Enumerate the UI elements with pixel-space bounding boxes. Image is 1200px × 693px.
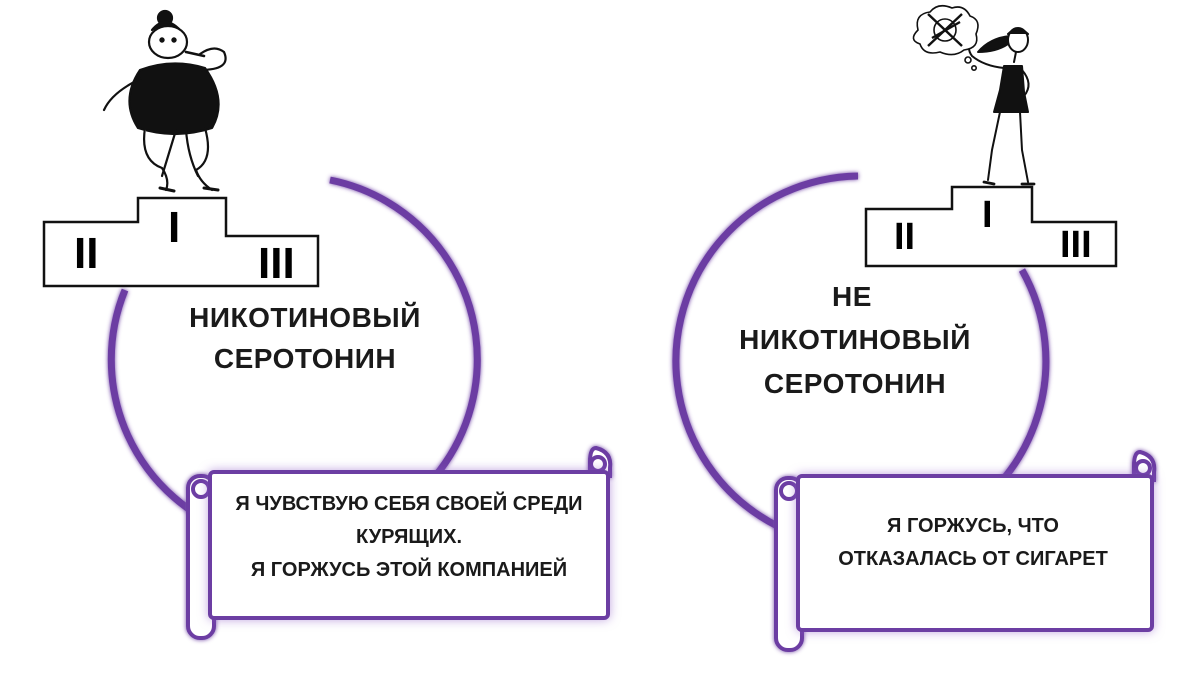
overweight-woman-smoking-icon — [102, 9, 227, 193]
right-circle-label: НЕ НИКОТИНОВЫЙ СЕРОТОНИН — [710, 275, 1000, 405]
left-podium-second: II — [74, 229, 99, 278]
left-podium — [42, 196, 320, 288]
right-podium-first: I — [982, 194, 993, 236]
left-scroll-curls — [186, 445, 613, 640]
left-scroll-line: Я ЧУВСТВУЮ СЕБЯ СВОЕЙ СРЕДИ — [235, 493, 583, 515]
right-scroll-line: Я ГОРЖУСЬ, ЧТО — [887, 515, 1059, 537]
right-circle-line: НЕ — [832, 281, 872, 312]
right-scroll-text: Я ГОРЖУСЬ, ЧТО ОТКАЗАЛАСЬ ОТ СИГАРЕТ — [800, 510, 1146, 576]
left-scroll — [208, 470, 610, 620]
right-arc — [672, 172, 1050, 550]
left-circle-label: НИКОТИНОВЫЙ СЕРОТОНИН — [160, 298, 450, 379]
left-scroll-line: КУРЯЩИХ. — [355, 526, 462, 548]
left-circle-line: СЕРОТОНИН — [213, 342, 397, 374]
slim-woman-icon — [968, 27, 1036, 186]
right-podium-second: II — [894, 216, 916, 258]
crossed-cigarette-thought-icon — [912, 4, 979, 72]
right-scroll-line: ОТКАЗАЛАСЬ ОТ СИГАРЕТ — [838, 548, 1108, 570]
right-scroll — [796, 474, 1154, 632]
left-scroll-line: Я ГОРЖУСЬ ЭТОЙ КОМПАНИЕЙ — [250, 559, 568, 581]
right-circle-line: НИКОТИНОВЫЙ — [739, 324, 971, 356]
right-podium — [864, 185, 1118, 268]
left-scroll-text: Я ЧУВСТВУЮ СЕБЯ СВОЕЙ СРЕДИ КУРЯЩИХ. Я Г… — [214, 488, 604, 587]
right-circle-line: СЕРОТОНИН — [763, 367, 947, 399]
left-podium-third: III — [258, 239, 295, 288]
left-podium-first: I — [168, 203, 181, 252]
right-podium-third: III — [1060, 224, 1092, 266]
left-circle-line: НИКОТИНОВЫЙ — [189, 302, 421, 333]
